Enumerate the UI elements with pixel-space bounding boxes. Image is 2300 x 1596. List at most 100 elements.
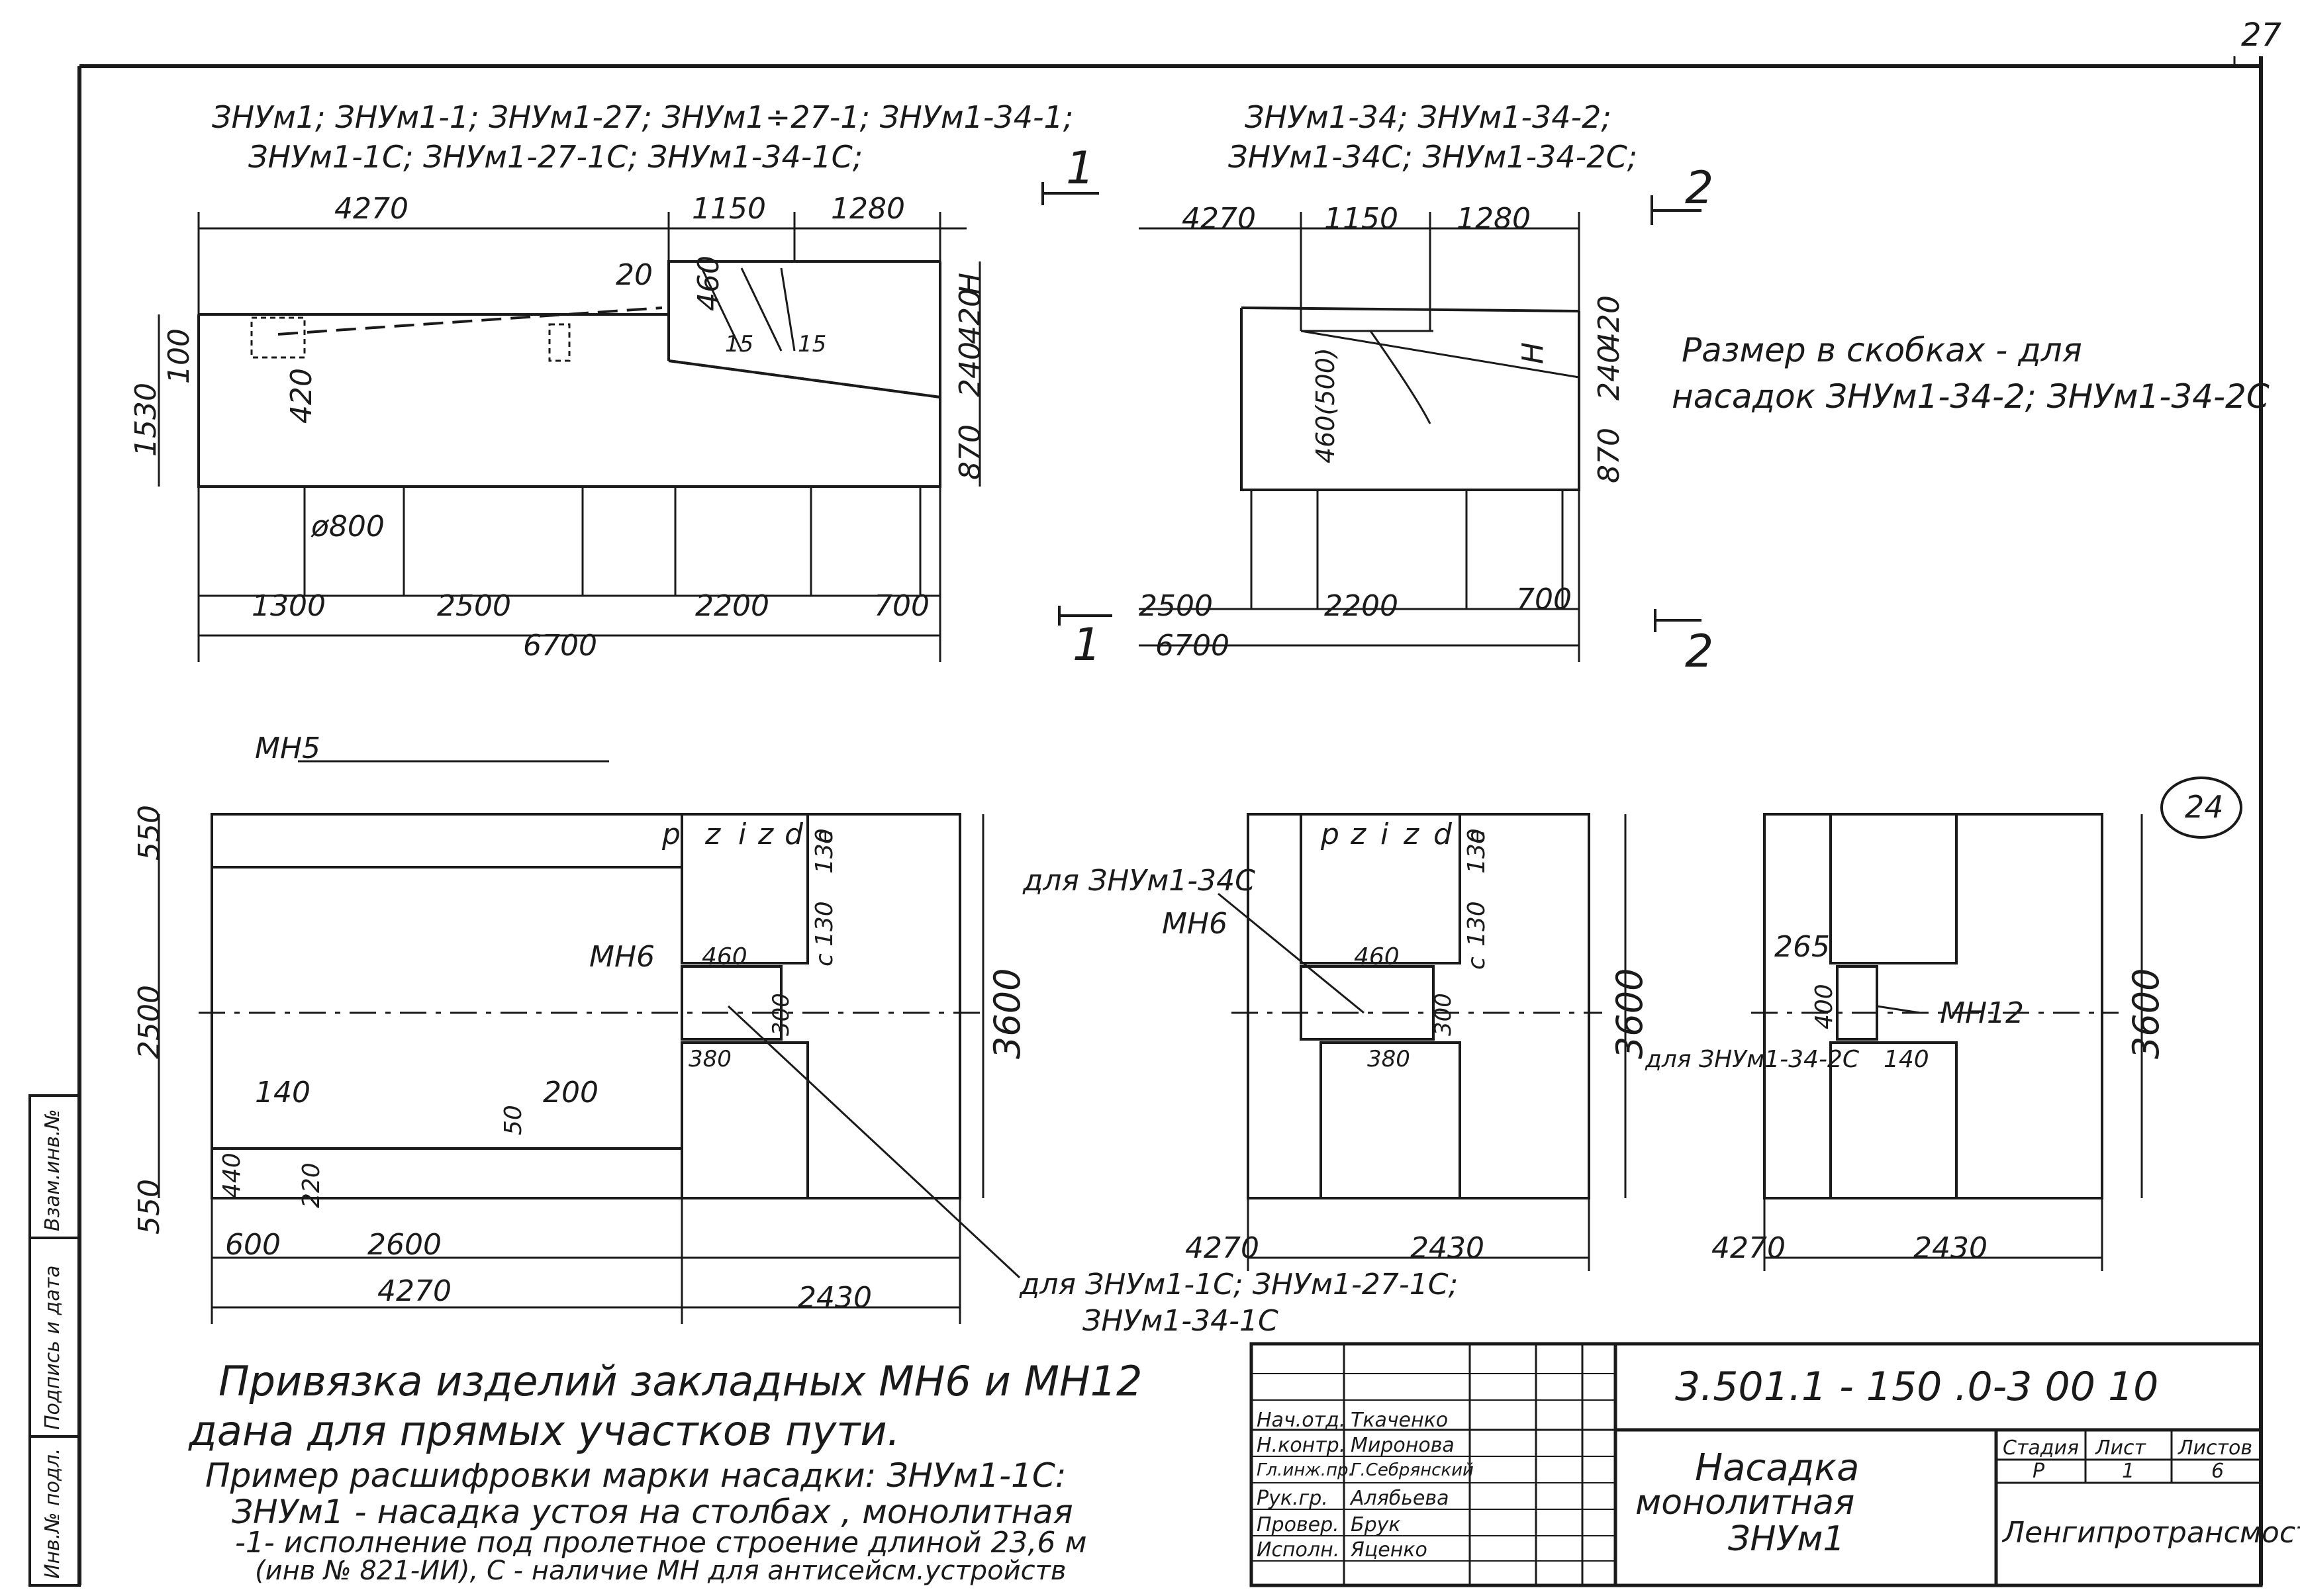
d2-top-1280: 1280 bbox=[1457, 202, 1531, 236]
d1-left-420: 420 bbox=[285, 368, 318, 424]
p1-380: 380 bbox=[689, 1046, 732, 1072]
p1-total-2430: 2430 bbox=[798, 1281, 872, 1315]
d1-left-1530: 1530 bbox=[129, 383, 163, 457]
drawing2-header-1: ЗНУм1-34; ЗНУм1-34-2; bbox=[1245, 99, 1611, 135]
p1-50: 50 bbox=[500, 1105, 527, 1135]
drawing2-header-2: ЗНУм1-34С; ЗНУм1-34-2С; bbox=[1228, 139, 1638, 175]
section-mark-1-top: 1 bbox=[1066, 142, 1095, 195]
d1-inner-20: 20 bbox=[616, 258, 653, 292]
mh6-label: МН6 bbox=[589, 940, 655, 974]
p1-300: 300 bbox=[768, 993, 794, 1036]
section-mark-2-top: 2 bbox=[1685, 162, 1714, 214]
p1-200: 200 bbox=[543, 1076, 599, 1109]
p1-p: р bbox=[662, 818, 681, 851]
d1-bottom-700: 700 bbox=[874, 589, 930, 623]
d1-total-6700: 6700 bbox=[523, 629, 597, 663]
mh5-label: МН5 bbox=[255, 731, 321, 765]
d1-inner-460: 460 bbox=[692, 256, 726, 311]
p1-total-4270: 4270 bbox=[377, 1274, 452, 1308]
p2-d: d bbox=[1433, 818, 1452, 851]
p3-mh12-label: МН12 bbox=[1940, 996, 2025, 1030]
p1-rc-130b: 130 bbox=[811, 901, 838, 947]
p1-left-550-bottom: 550 bbox=[132, 1179, 166, 1235]
p1-440: 440 bbox=[218, 1152, 246, 1198]
p3-400: 400 bbox=[1811, 984, 1838, 1029]
note-line-4: ЗНУм1 - насадка устоя на столбах , монол… bbox=[232, 1493, 1073, 1531]
sheets-label: Листов bbox=[2178, 1436, 2253, 1460]
p3-right-3600: 3600 bbox=[2125, 968, 2167, 1059]
note-line-6: (инв № 821-ИИ), С - наличие МН для антис… bbox=[255, 1556, 1067, 1586]
page-number: 27 bbox=[2241, 17, 2282, 54]
d1-dia-800: ø800 bbox=[311, 510, 385, 543]
p3-label-342c: для ЗНУм1-34-2С bbox=[1645, 1046, 1859, 1073]
d1-bottom-2200: 2200 bbox=[695, 589, 769, 623]
tb-role-4: Рук.гр. bbox=[1257, 1487, 1328, 1510]
d2-bottom-2200: 2200 bbox=[1324, 589, 1398, 623]
d2-left-460-500: 460(500) bbox=[1311, 348, 1340, 463]
d2-right-420: 420 bbox=[1592, 295, 1626, 351]
tb-name-3: Г.Себрянский bbox=[1351, 1460, 1474, 1480]
tb-role-1: Нач.отд. bbox=[1257, 1409, 1346, 1432]
p1-220: 220 bbox=[298, 1162, 325, 1208]
p1-d: d bbox=[785, 818, 803, 851]
p2-460: 460 bbox=[1354, 943, 1400, 970]
d1-right-240: 240 bbox=[953, 342, 987, 397]
d1-right-420: 420 bbox=[953, 289, 987, 344]
d1-right-870: 870 bbox=[953, 424, 987, 480]
stage-label: Стадия bbox=[2003, 1436, 2080, 1460]
sheets-value: 6 bbox=[2211, 1460, 2225, 1483]
tb-name-5: Брук bbox=[1351, 1513, 1401, 1536]
p2-rc-e: e bbox=[1463, 829, 1490, 844]
stamp-inv-no: Инв.№ подл. bbox=[41, 1448, 64, 1579]
d1-inner-15b: 15 bbox=[798, 331, 827, 357]
note-line-2: дана для прямых участков пути. bbox=[189, 1407, 900, 1455]
p1-right-3600: 3600 bbox=[986, 968, 1028, 1059]
p1-bottom-600: 600 bbox=[225, 1228, 281, 1262]
d2-bottom-2500: 2500 bbox=[1139, 589, 1213, 623]
tb-name-2: Миронова bbox=[1351, 1434, 1455, 1457]
d1-inner-15a: 15 bbox=[725, 331, 754, 357]
elevation-2 bbox=[1139, 195, 1701, 662]
bracket-note-2: насадок ЗНУм1-34-2; ЗНУм1-34-2С bbox=[1672, 377, 2270, 416]
title-line-3: ЗНУм1 bbox=[1728, 1519, 1845, 1559]
p2-mh6-label: МН6 bbox=[1162, 907, 1228, 941]
sheet-label: Лист bbox=[2095, 1436, 2146, 1460]
p1-z2: z bbox=[758, 818, 774, 851]
p2-callout-2: ЗНУм1-34-1С bbox=[1082, 1304, 1278, 1338]
p2-300: 300 bbox=[1430, 993, 1457, 1036]
tb-role-2: Н.контр. bbox=[1257, 1434, 1346, 1457]
p3-total-4270: 4270 bbox=[1711, 1231, 1786, 1265]
stage-value: Р bbox=[2033, 1460, 2045, 1483]
p1-z1: z bbox=[705, 818, 721, 851]
p3-265: 265 bbox=[1774, 930, 1830, 964]
title-line-2: монолитная bbox=[1635, 1483, 1855, 1523]
note-line-5: -1- исполнение под пролетное строение дл… bbox=[235, 1526, 1087, 1560]
p2-z1: z bbox=[1351, 818, 1366, 851]
bracket-note-1: Размер в скобках - для bbox=[1682, 331, 2082, 369]
tb-name-4: Алябьева bbox=[1351, 1487, 1449, 1510]
p2-total-4270: 4270 bbox=[1185, 1231, 1259, 1265]
tb-role-5: Провер. bbox=[1257, 1513, 1339, 1536]
d1-top-1150: 1150 bbox=[692, 192, 766, 226]
p2-rc-c: с bbox=[1463, 957, 1490, 970]
note-line-3: Пример расшифровки марки насадки: ЗНУм1-… bbox=[205, 1456, 1067, 1495]
sheet-value: 1 bbox=[2122, 1460, 2135, 1483]
p1-left-2500: 2500 bbox=[132, 985, 166, 1059]
d1-top-4270: 4270 bbox=[334, 192, 408, 226]
plan-1 bbox=[158, 760, 1021, 1324]
d2-top-1150: 1150 bbox=[1324, 202, 1398, 236]
title-block-lines bbox=[1249, 1342, 2263, 1587]
p2-p: р bbox=[1321, 818, 1339, 851]
d2-total-6700: 6700 bbox=[1155, 629, 1229, 663]
d1-bottom-1300: 1300 bbox=[252, 589, 326, 623]
p2-380: 380 bbox=[1367, 1046, 1410, 1072]
doc-code: 3.501.1 - 150 .0-3 00 10 bbox=[1675, 1364, 2159, 1410]
p2-right-3600: 3600 bbox=[1609, 968, 1651, 1059]
d2-right-240: 240 bbox=[1592, 345, 1626, 400]
p1-left-550-top: 550 bbox=[132, 805, 166, 861]
plan-2 bbox=[1218, 813, 1627, 1271]
p2-i: i bbox=[1380, 818, 1389, 851]
stamp-signature-date: Подпись и дата bbox=[41, 1265, 64, 1431]
section-mark-1-bottom: 1 bbox=[1073, 619, 1102, 671]
note-line-1: Привязка изделий закладных МН6 и МН12 bbox=[218, 1357, 1143, 1405]
